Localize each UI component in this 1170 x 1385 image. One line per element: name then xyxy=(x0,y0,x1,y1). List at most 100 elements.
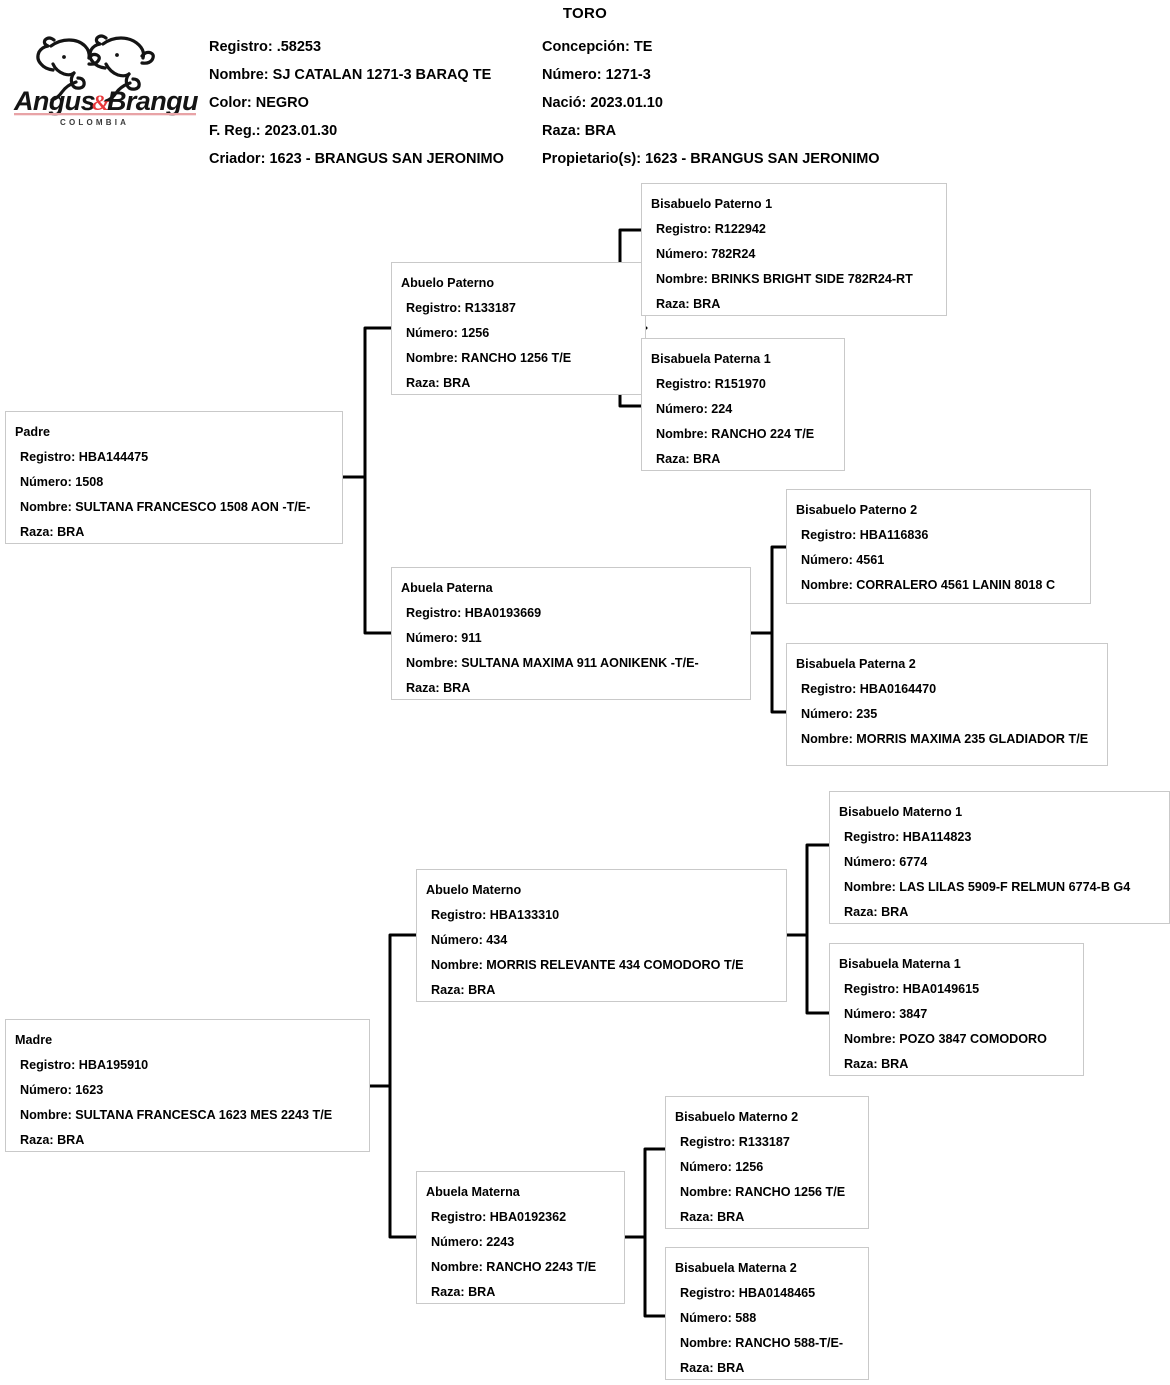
abuelo-materno-raza: Raza: BRA xyxy=(431,983,496,997)
pedigree-box-padre[interactable]: Padre Registro: HBA144475 Número: 1508 N… xyxy=(5,411,343,544)
pedigree-box-bisabuelo-materno-1[interactable]: Bisabuelo Materno 1 Registro: HBA114823 … xyxy=(829,791,1170,924)
bisabuela-materna-1-nombre: Nombre: POZO 3847 COMODORO xyxy=(844,1032,1047,1046)
abuela-materna-nombre: Nombre: RANCHO 2243 T/E xyxy=(431,1260,597,1274)
madre-registro: Registro: HBA195910 xyxy=(20,1058,149,1072)
pedigree-box-bisabuelo-materno-2[interactable]: Bisabuelo Materno 2 Registro: R133187 Nú… xyxy=(665,1096,869,1229)
bisabuela-paterna-2-nombre: Nombre: MORRIS MAXIMA 235 GLADIADOR T/E xyxy=(801,732,1089,746)
pedigree-box-bisabuela-paterna-1[interactable]: Bisabuela Paterna 1 Registro: R151970 Nú… xyxy=(641,338,845,471)
abuelo-paterno-nombre: Nombre: RANCHO 1256 T/E xyxy=(406,351,572,365)
animal-details-left-column: Registro: .58253 Nombre: SJ CATALAN 1271… xyxy=(209,33,504,173)
bisabuelo-materno-2-role: Bisabuelo Materno 2 xyxy=(675,1110,799,1124)
padre-registro: Registro: HBA144475 xyxy=(20,450,149,464)
bisabuelo-materno-1-raza: Raza: BRA xyxy=(844,905,909,919)
abuela-materna-numero: Número: 2243 xyxy=(431,1235,515,1249)
bisabuelo-materno-1-numero: Número: 6774 xyxy=(844,855,928,869)
abuelo-materno-nombre: Nombre: MORRIS RELEVANTE 434 COMODORO T/… xyxy=(431,958,744,972)
bisabuelo-materno-1-nombre: Nombre: LAS LILAS 5909-F RELMUN 6774-B G… xyxy=(844,880,1131,894)
detail-numero-value: 1271-3 xyxy=(605,67,651,83)
detail-fecha-registro-value: 2023.01.30 xyxy=(264,123,338,139)
bisabuela-materna-1-raza: Raza: BRA xyxy=(844,1057,909,1071)
pedigree-box-bisabuelo-paterno-1[interactable]: Bisabuelo Paterno 1 Registro: R122942 Nú… xyxy=(641,183,947,316)
detail-propietario-label: Propietario(s): xyxy=(542,151,642,167)
detail-color-label: Color: xyxy=(209,95,252,111)
padre-numero: Número: 1508 xyxy=(20,475,104,489)
padre-nombre: Nombre: SULTANA FRANCESCO 1508 AON -T/E- xyxy=(20,500,311,514)
angus-brangus-logo: Angus & Brangus COLOMBIA xyxy=(12,22,198,128)
padre-role: Padre xyxy=(15,425,51,439)
svg-text:&: & xyxy=(92,90,109,115)
detail-raza-label: Raza: xyxy=(542,123,581,139)
bisabuelo-materno-1-registro: Registro: HBA114823 xyxy=(844,830,972,844)
abuelo-paterno-raza: Raza: BRA xyxy=(406,376,471,390)
bisabuela-paterna-1-registro: Registro: R151970 xyxy=(656,377,766,391)
abuelo-paterno-registro: Registro: R133187 xyxy=(406,301,516,315)
svg-text:Brangus: Brangus xyxy=(107,86,198,116)
madre-raza: Raza: BRA xyxy=(20,1133,85,1147)
bisabuela-materna-2-raza: Raza: BRA xyxy=(680,1361,745,1375)
bisabuelo-paterno-2-nombre: Nombre: CORRALERO 4561 LANIN 8018 C xyxy=(801,578,1056,592)
detail-propietario: Propietario(s): 1623 - BRANGUS SAN JERON… xyxy=(542,145,880,173)
padre-raza: Raza: BRA xyxy=(20,525,85,539)
abuelo-paterno-numero: Número: 1256 xyxy=(406,326,490,340)
detail-registro: Registro: .58253 xyxy=(209,33,504,61)
pedigree-box-bisabuelo-paterno-2[interactable]: Bisabuelo Paterno 2 Registro: HBA116836 … xyxy=(786,489,1091,604)
detail-propietario-value: 1623 - BRANGUS SAN JERONIMO xyxy=(645,151,880,167)
bisabuelo-materno-2-numero: Número: 1256 xyxy=(680,1160,764,1174)
bisabuela-paterna-2-numero: Número: 235 xyxy=(801,707,878,721)
abuela-paterna-role: Abuela Paterna xyxy=(401,581,493,595)
detail-numero-label: Número: xyxy=(542,67,602,83)
madre-numero: Número: 1623 xyxy=(20,1083,104,1097)
bisabuelo-paterno-2-role: Bisabuelo Paterno 2 xyxy=(796,503,918,517)
pedigree-box-abuelo-paterno[interactable]: Abuelo Paterno Registro: R133187 Número:… xyxy=(391,262,646,395)
pedigree-box-abuelo-materno[interactable]: Abuelo Materno Registro: HBA133310 Númer… xyxy=(416,869,787,1002)
bisabuela-materna-1-role: Bisabuela Materna 1 xyxy=(839,957,961,971)
bisabuela-materna-2-role: Bisabuela Materna 2 xyxy=(675,1261,797,1275)
pedigree-box-abuela-materna[interactable]: Abuela Materna Registro: HBA0192362 Núme… xyxy=(416,1171,625,1304)
detail-fecha-registro: F. Reg.: 2023.01.30 xyxy=(209,117,504,145)
pedigree-box-abuela-paterna[interactable]: Abuela Paterna Registro: HBA0193669 Núme… xyxy=(391,567,751,700)
bisabuela-materna-2-nombre: Nombre: RANCHO 588-T/E- xyxy=(680,1336,844,1350)
detail-raza: Raza: BRA xyxy=(542,117,880,145)
bisabuela-paterna-1-raza: Raza: BRA xyxy=(656,452,721,466)
detail-nombre: Nombre: SJ CATALAN 1271-3 BARAQ TE xyxy=(209,61,504,89)
detail-criador-label: Criador: xyxy=(209,151,266,167)
abuelo-materno-numero: Número: 434 xyxy=(431,933,508,947)
bisabuelo-paterno-1-raza: Raza: BRA xyxy=(656,297,721,311)
animal-details-right-column: Concepción: TE Número: 1271-3 Nació: 202… xyxy=(542,33,880,173)
detail-nacio-label: Nació: xyxy=(542,95,587,111)
detail-numero: Número: 1271-3 xyxy=(542,61,880,89)
abuela-paterna-registro: Registro: HBA0193669 xyxy=(406,606,542,620)
bisabuelo-paterno-2-registro: Registro: HBA116836 xyxy=(801,528,929,542)
bisabuelo-paterno-1-numero: Número: 782R24 xyxy=(656,247,756,261)
abuela-paterna-raza: Raza: BRA xyxy=(406,681,471,695)
abuela-paterna-numero: Número: 911 xyxy=(406,631,482,645)
detail-registro-label: Registro: xyxy=(209,39,273,55)
svg-text:COLOMBIA: COLOMBIA xyxy=(60,118,129,127)
bisabuelo-paterno-2-numero: Número: 4561 xyxy=(801,553,885,567)
madre-nombre: Nombre: SULTANA FRANCESCA 1623 MES 2243 … xyxy=(20,1108,333,1122)
pedigree-box-bisabuela-materna-2[interactable]: Bisabuela Materna 2 Registro: HBA0148465… xyxy=(665,1247,869,1380)
abuelo-materno-role: Abuelo Materno xyxy=(426,883,522,897)
detail-nombre-value: SJ CATALAN 1271-3 BARAQ TE xyxy=(272,67,492,83)
bisabuelo-materno-2-nombre: Nombre: RANCHO 1256 T/E xyxy=(680,1185,846,1199)
detail-fecha-registro-label: F. Reg.: xyxy=(209,123,261,139)
detail-registro-value: .58253 xyxy=(276,39,322,55)
detail-nacio-value: 2023.01.10 xyxy=(590,95,663,111)
bisabuelo-paterno-1-role: Bisabuelo Paterno 1 xyxy=(651,197,773,211)
detail-criador: Criador: 1623 - BRANGUS SAN JERONIMO xyxy=(209,145,504,173)
abuela-materna-registro: Registro: HBA0192362 xyxy=(431,1210,567,1224)
detail-concepcion: Concepción: TE xyxy=(542,33,880,61)
pedigree-box-bisabuela-paterna-2[interactable]: Bisabuela Paterna 2 Registro: HBA0164470… xyxy=(786,643,1108,766)
abuelo-materno-registro: Registro: HBA133310 xyxy=(431,908,560,922)
detail-criador-value: 1623 - BRANGUS SAN JERONIMO xyxy=(269,151,504,167)
bisabuela-materna-1-numero: Número: 3847 xyxy=(844,1007,928,1021)
detail-nacio: Nació: 2023.01.10 xyxy=(542,89,880,117)
pedigree-box-bisabuela-materna-1[interactable]: Bisabuela Materna 1 Registro: HBA0149615… xyxy=(829,943,1084,1076)
bisabuelo-paterno-1-nombre: Nombre: BRINKS BRIGHT SIDE 782R24-RT xyxy=(656,272,913,286)
abuelo-paterno-role: Abuelo Paterno xyxy=(401,276,495,290)
detail-concepcion-label: Concepción: xyxy=(542,39,630,55)
abuela-paterna-nombre: Nombre: SULTANA MAXIMA 911 AONIKENK -T/E… xyxy=(406,656,699,670)
pedigree-box-madre[interactable]: Madre Registro: HBA195910 Número: 1623 N… xyxy=(5,1019,370,1152)
detail-concepcion-value: TE xyxy=(633,39,653,55)
